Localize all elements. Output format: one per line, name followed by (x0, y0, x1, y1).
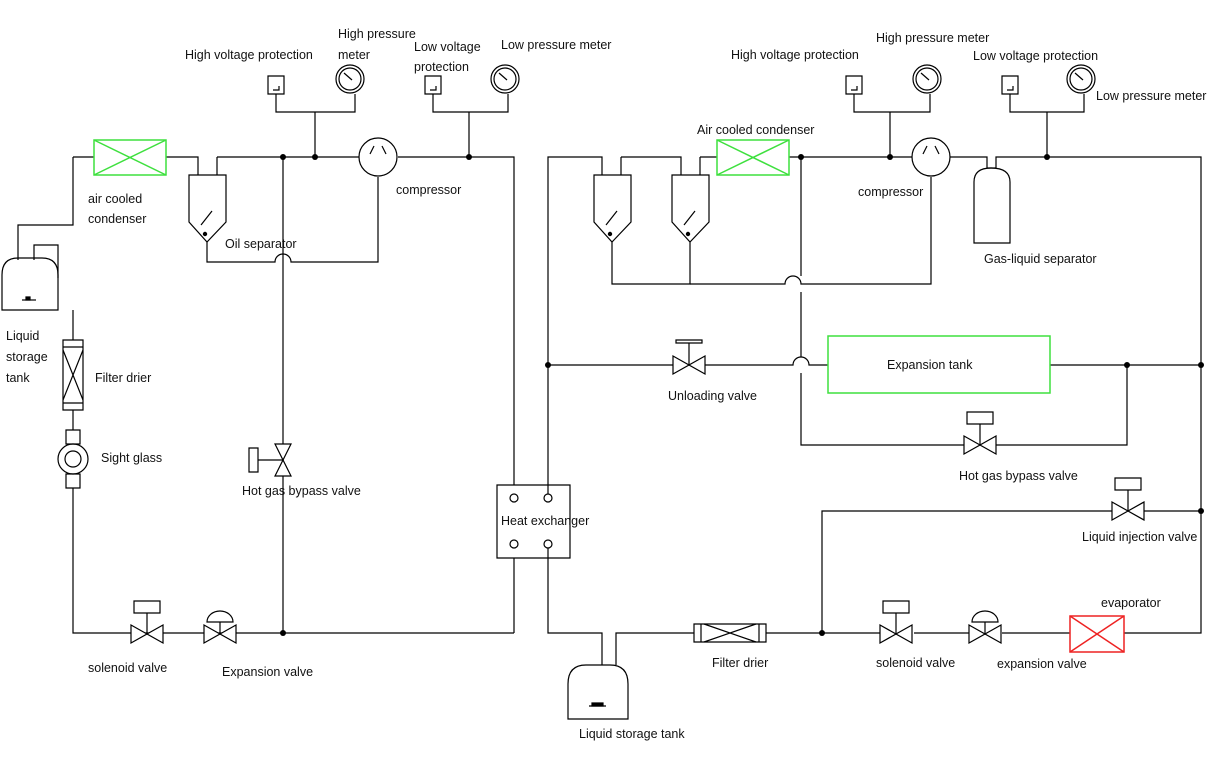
right-high-pressure-gauge (913, 65, 941, 93)
left-low-pressure-gauge (491, 65, 519, 93)
left-solenoid-valve-label: solenoid valve (88, 661, 168, 675)
unloading-valve-label: Unloading valve (668, 389, 757, 403)
right-oil-separator-2 (672, 175, 709, 242)
left-hot-gas-bypass-valve (249, 444, 291, 476)
right-expansion-valve (969, 611, 1001, 643)
left-condenser-label-line1: air cooled (88, 192, 143, 206)
right-low-pressure-gauge (1067, 65, 1095, 93)
left-high-voltage-switch (268, 76, 284, 94)
liquid-injection-valve (1112, 478, 1144, 520)
left-high-pressure-meter-label-line2: meter (338, 48, 370, 62)
right-filter-drier-label: Filter drier (712, 656, 769, 670)
left-high-voltage-protection-label: High voltage protection (185, 48, 313, 62)
left-high-pressure-gauge (336, 65, 364, 93)
right-junctions (545, 154, 1204, 636)
left-low-voltage-protection-label-line1: Low voltage (414, 40, 481, 54)
left-oil-separator (189, 175, 226, 242)
left-piping (18, 94, 514, 633)
expansion-tank-label: Expansion tank (887, 358, 973, 372)
right-low-pressure-meter-label: Low pressure meter (1096, 89, 1207, 103)
evaporator (1070, 616, 1124, 652)
left-condenser (94, 140, 166, 175)
left-liquid-storage-tank-label-line1: Liquid (6, 329, 40, 343)
right-expansion-valve-label: expansion valve (997, 657, 1087, 671)
right-solenoid-valve-label: solenoid valve (876, 656, 956, 670)
gas-liquid-separator (974, 168, 1010, 243)
right-condenser (717, 140, 789, 175)
right-filter-drier (694, 624, 766, 642)
left-hot-gas-bypass-valve-label: Hot gas bypass valve (242, 484, 361, 498)
left-high-pressure-meter-label-line1: High pressure (338, 27, 416, 41)
right-hot-gas-bypass-valve (964, 412, 996, 454)
right-solenoid-valve (880, 601, 912, 643)
right-high-voltage-switch (846, 76, 862, 94)
evaporator-label: evaporator (1101, 596, 1161, 610)
left-liquid-storage-tank-label-line2: storage (6, 350, 48, 364)
left-oil-separator-label: Oil separator (225, 237, 297, 251)
left-liquid-storage-tank-label-line3: tank (6, 371, 30, 385)
left-sight-glass-label: Sight glass (101, 451, 163, 465)
liquid-injection-valve-label: Liquid injection valve (1082, 530, 1198, 544)
expansion-tank (828, 336, 1050, 393)
left-low-pressure-meter-label: Low pressure meter (501, 38, 612, 52)
bottom-liquid-storage-tank-label: Liquid storage tank (579, 727, 685, 741)
heat-exchanger (497, 485, 570, 558)
left-compressor (359, 138, 397, 176)
left-solenoid-valve (131, 601, 163, 643)
left-expansion-valve-label: Expansion valve (222, 665, 314, 679)
left-expansion-valve (204, 611, 236, 643)
left-condenser-label-line2: condenser (88, 212, 147, 226)
left-filter-drier (63, 340, 83, 410)
right-low-voltage-protection-label: Low voltage protection (973, 49, 1099, 63)
unloading-valve (673, 340, 705, 374)
gas-liquid-separator-label: Gas-liquid separator (984, 252, 1097, 266)
left-junctions (280, 154, 472, 636)
left-compressor-label: compressor (396, 183, 462, 197)
right-oil-separator-1 (594, 175, 631, 242)
left-low-voltage-switch (425, 76, 441, 94)
left-liquid-tank (2, 258, 58, 310)
left-low-voltage-protection-label-line2: protection (414, 60, 469, 74)
right-high-voltage-protection-label: High voltage protection (731, 48, 859, 62)
right-condenser-label: Air cooled condenser (697, 123, 815, 137)
left-filter-drier-label: Filter drier (95, 371, 152, 385)
right-hot-gas-bypass-valve-label: Hot gas bypass valve (959, 469, 1078, 483)
right-compressor-label: compressor (858, 185, 924, 199)
right-compressor (912, 138, 950, 176)
heat-exchanger-label: Heat exchanger (501, 514, 590, 528)
bottom-liquid-tank (568, 665, 628, 719)
left-sight-glass (58, 430, 88, 488)
right-piping (548, 94, 1201, 665)
right-high-pressure-meter-label: High pressure meter (876, 31, 990, 45)
right-low-voltage-switch (1002, 76, 1018, 94)
